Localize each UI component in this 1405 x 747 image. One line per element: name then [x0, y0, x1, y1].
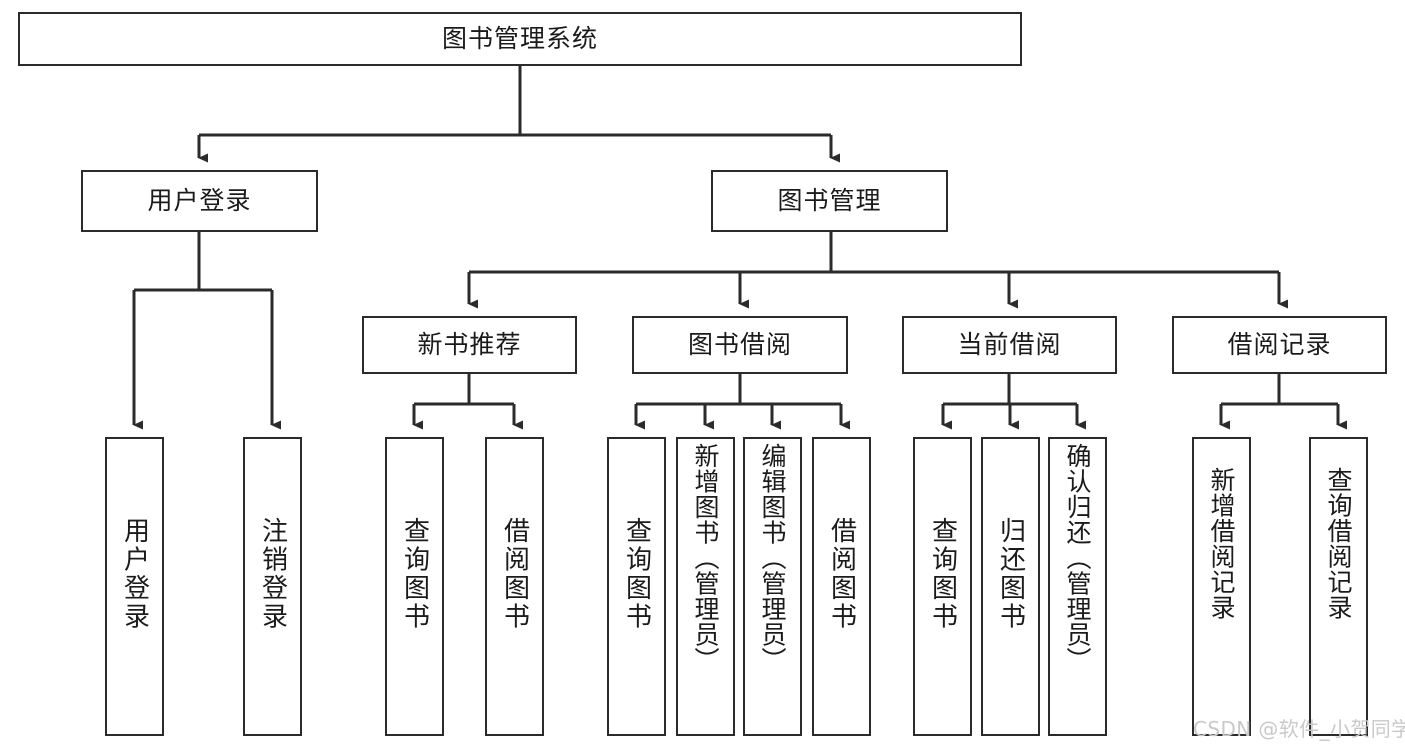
- leaf-confirm-return[interactable]: 确认归还（管理员）: [1048, 437, 1107, 736]
- node-label: 借阅图书: [499, 517, 530, 632]
- node-label: 图书管理系统: [441, 24, 598, 54]
- leaf-return-book[interactable]: 归还图书: [981, 437, 1040, 736]
- node-label: 用户登录: [119, 517, 150, 632]
- node-label: 查询借阅记录: [1324, 467, 1353, 620]
- node-label: 借阅记录: [1227, 330, 1332, 360]
- node-root-book-management-system[interactable]: 图书管理系统: [18, 12, 1022, 66]
- node-label: 当前借阅: [957, 330, 1062, 360]
- node-label: 用户登录: [147, 186, 252, 216]
- leaf-query-book-3[interactable]: 查询图书: [913, 437, 972, 736]
- node-label: 借阅图书: [826, 517, 857, 632]
- node-label: 图书借阅: [687, 330, 792, 360]
- leaf-query-record[interactable]: 查询借阅记录: [1309, 437, 1368, 736]
- node-label: 查询图书: [621, 517, 652, 632]
- leaf-edit-book[interactable]: 编辑图书（管理员）: [743, 437, 802, 736]
- leaf-add-book[interactable]: 新增图书（管理员）: [676, 437, 735, 736]
- leaf-borrow-book-2[interactable]: 借阅图书: [812, 437, 871, 736]
- node-new-book-recommend[interactable]: 新书推荐: [362, 316, 577, 374]
- node-book-borrow[interactable]: 图书借阅: [632, 316, 848, 374]
- csdn-watermark: CSDN @软件_小贺同学: [1193, 717, 1405, 741]
- leaf-add-record[interactable]: 新增借阅记录: [1192, 437, 1251, 736]
- node-label: 查询图书: [399, 517, 430, 632]
- node-label: 查询图书: [927, 517, 958, 632]
- node-label: 新书推荐: [417, 330, 522, 360]
- leaf-user-login[interactable]: 用户登录: [105, 437, 164, 736]
- node-label: 新增图书（管理员）: [691, 443, 720, 673]
- node-label: 图书管理: [777, 186, 882, 216]
- node-user-login[interactable]: 用户登录: [81, 170, 318, 232]
- leaf-query-book-1[interactable]: 查询图书: [385, 437, 444, 736]
- node-label: 编辑图书（管理员）: [758, 443, 787, 673]
- node-book-management[interactable]: 图书管理: [711, 170, 948, 232]
- node-current-borrow[interactable]: 当前借阅: [902, 316, 1117, 374]
- leaf-query-book-2[interactable]: 查询图书: [607, 437, 666, 736]
- leaf-borrow-book-1[interactable]: 借阅图书: [485, 437, 544, 736]
- node-label: 确认归还（管理员）: [1063, 443, 1092, 673]
- node-borrow-record[interactable]: 借阅记录: [1172, 316, 1387, 374]
- leaf-logout-login[interactable]: 注销登录: [243, 437, 302, 736]
- node-label: 注销登录: [257, 517, 288, 632]
- node-label: 新增借阅记录: [1207, 467, 1236, 620]
- node-label: 归还图书: [995, 517, 1026, 632]
